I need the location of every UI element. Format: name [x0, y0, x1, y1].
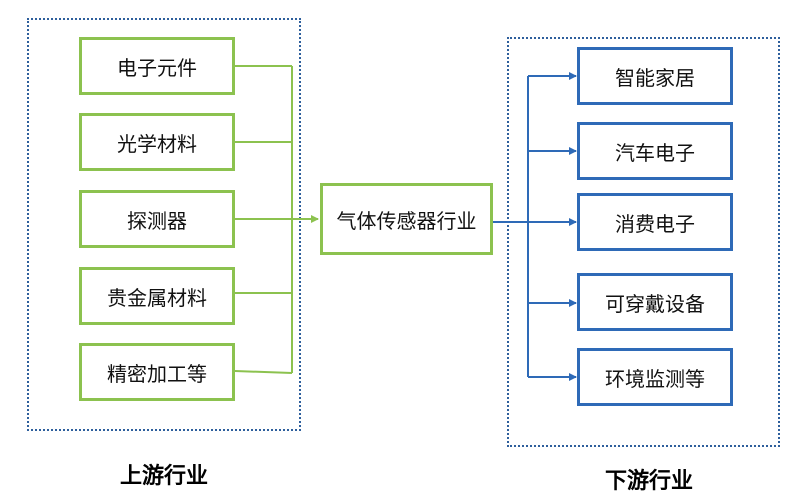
downstream-caption: 下游行业 — [604, 469, 693, 494]
upstream-group — [27, 18, 301, 431]
downstream-item-environment-monitoring: 环境监测等 — [577, 348, 733, 406]
upstream-item-electronic-components: 电子元件 — [79, 37, 235, 95]
downstream-group — [507, 37, 780, 447]
upstream-item-optical-materials: 光学材料 — [79, 113, 235, 171]
upstream-item-precious-metals: 贵金属材料 — [79, 267, 235, 325]
center-gas-sensor-industry: 气体传感器行业 — [320, 183, 493, 255]
upstream-item-detectors: 探测器 — [79, 190, 235, 248]
upstream-item-precision-machining: 精密加工等 — [79, 343, 235, 401]
downstream-item-smart-home: 智能家居 — [577, 47, 733, 105]
downstream-item-wearables: 可穿戴设备 — [577, 273, 733, 331]
downstream-item-automotive-electronics: 汽车电子 — [577, 122, 733, 180]
downstream-item-consumer-electronics: 消费电子 — [577, 193, 733, 251]
upstream-caption: 上游行业 — [119, 464, 208, 489]
